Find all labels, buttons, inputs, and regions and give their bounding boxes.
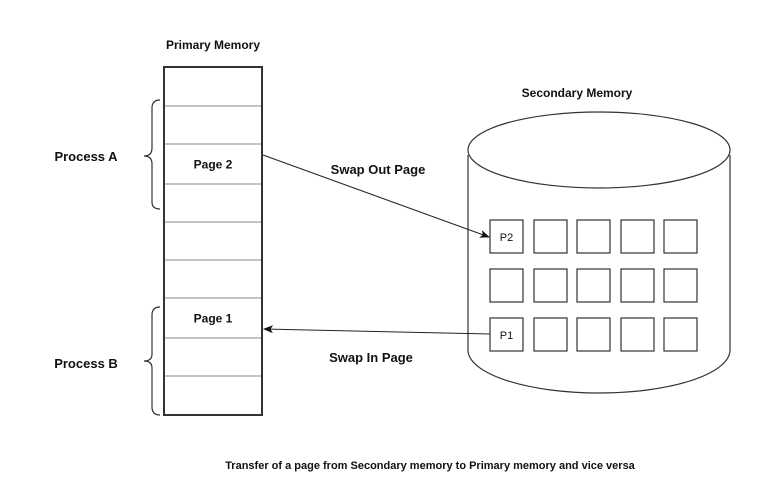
memory-slot: [164, 183, 262, 222]
storage-block: [576, 317, 611, 352]
swap-in-arrow: [263, 325, 491, 335]
storage-block: [576, 219, 611, 254]
process-b-label: Process B: [54, 356, 118, 371]
storage-block-label: P2: [500, 232, 513, 244]
memory-slot-label: Page 2: [194, 158, 233, 172]
process-b-brace: [143, 306, 161, 416]
storage-block: [663, 317, 698, 352]
storage-block: [533, 219, 568, 254]
memory-slot: [164, 67, 262, 106]
storage-block: [663, 219, 698, 254]
memory-slot-label: Page 1: [194, 312, 233, 326]
storage-block: P1: [489, 317, 524, 352]
process-a-label: Process A: [54, 149, 118, 164]
primary-memory-title: Primary Memory: [166, 38, 260, 52]
storage-block-label: P1: [500, 330, 513, 342]
storage-block: [533, 317, 568, 352]
storage-block: [620, 268, 655, 303]
diagram-caption: Transfer of a page from Secondary memory…: [225, 460, 635, 472]
storage-block: [533, 268, 568, 303]
memory-slot: [164, 221, 262, 260]
process-a-brace: [143, 99, 161, 210]
memory-slot: [164, 259, 262, 298]
storage-block: [620, 219, 655, 254]
swap-out-label: Swap Out Page: [331, 162, 426, 177]
memory-slot: [164, 375, 262, 415]
storage-block: [489, 268, 524, 303]
memory-slot: [164, 105, 262, 144]
storage-block: [576, 268, 611, 303]
memory-slot: [164, 337, 262, 376]
storage-block: [620, 317, 655, 352]
swap-out-arrow: [262, 154, 490, 238]
cylinder-top: [467, 111, 731, 189]
primary-memory-block: Page 2 Page 1: [163, 66, 263, 416]
storage-block: [663, 268, 698, 303]
storage-block: P2: [489, 219, 524, 254]
memory-slot: Page 1: [164, 297, 262, 338]
secondary-memory-title: Secondary Memory: [522, 86, 633, 100]
primary-memory-border: [163, 66, 263, 416]
swap-in-label: Swap In Page: [329, 350, 413, 365]
memory-slot: Page 2: [164, 143, 262, 184]
